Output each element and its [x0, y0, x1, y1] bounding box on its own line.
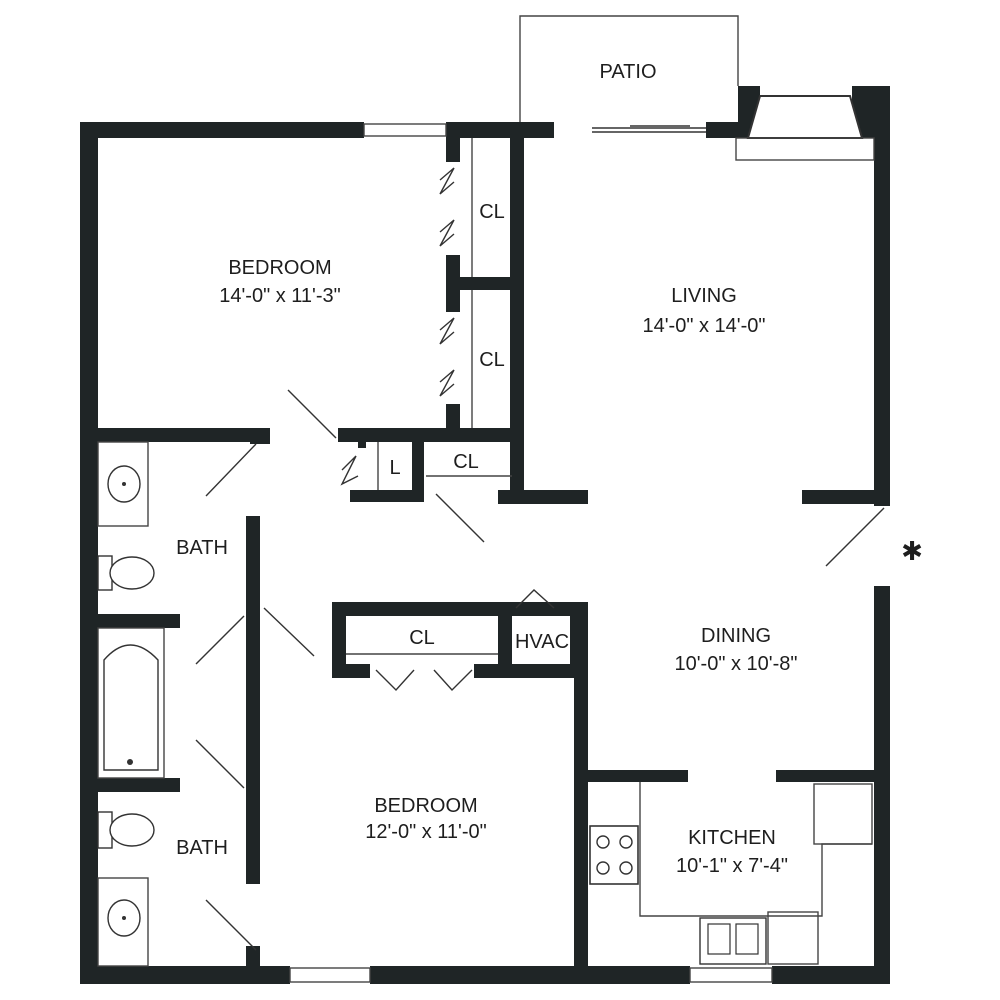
bathtub-icon	[97, 627, 165, 779]
kitchen-sink-icon	[699, 917, 767, 965]
kitchen-fixtures	[589, 782, 873, 965]
bath1-fixtures	[97, 441, 155, 591]
living-size: 14'-0" x 14'-0"	[642, 315, 765, 337]
patio-sliding-door	[592, 125, 706, 133]
kitchen-label: KITCHEN	[688, 827, 776, 849]
patio-label: PATIO	[599, 61, 656, 83]
toilet-icon	[97, 555, 155, 591]
sink-icon	[107, 899, 141, 937]
toilet-icon	[97, 811, 155, 849]
closet-doors	[439, 138, 473, 428]
windows	[289, 123, 773, 983]
closet-outlines	[346, 442, 512, 655]
closet2-label: CL	[479, 349, 505, 371]
fireplace-icon	[735, 95, 875, 161]
bath2-fixtures	[97, 811, 155, 967]
entry-star-icon: ✱	[901, 537, 923, 567]
bath2-label: BATH	[176, 837, 228, 859]
living-label: LIVING	[671, 285, 737, 307]
bath1-label: BATH	[176, 537, 228, 559]
sink-icon	[107, 465, 141, 503]
bedroom1-size: 14'-0" x 11'-3"	[219, 285, 341, 307]
svg-text:✱: ✱	[901, 537, 923, 567]
closet4-label: CL	[409, 627, 435, 649]
doors	[195, 389, 885, 951]
dining-label: DINING	[701, 625, 771, 647]
closet3-label: CL	[453, 451, 479, 473]
closet1-label: CL	[479, 201, 505, 223]
hvac-label: HVAC	[515, 631, 569, 653]
walls	[80, 86, 890, 984]
patio-outline	[519, 15, 739, 122]
room-labels: PATIO BEDROOM 14'-0" x 11'-3" CL CL LIVI…	[176, 61, 797, 877]
stove-icon	[589, 825, 639, 885]
dining-size: 10'-0" x 10'-8"	[674, 653, 797, 675]
kitchen-size: 10'-1" x 7'-4"	[676, 855, 788, 877]
bedroom1-label: BEDROOM	[228, 257, 331, 279]
linen-label: L	[389, 457, 400, 479]
bedroom2-label: BEDROOM	[374, 795, 477, 817]
bedroom2-size: 12'-0" x 11'-0"	[365, 821, 487, 843]
